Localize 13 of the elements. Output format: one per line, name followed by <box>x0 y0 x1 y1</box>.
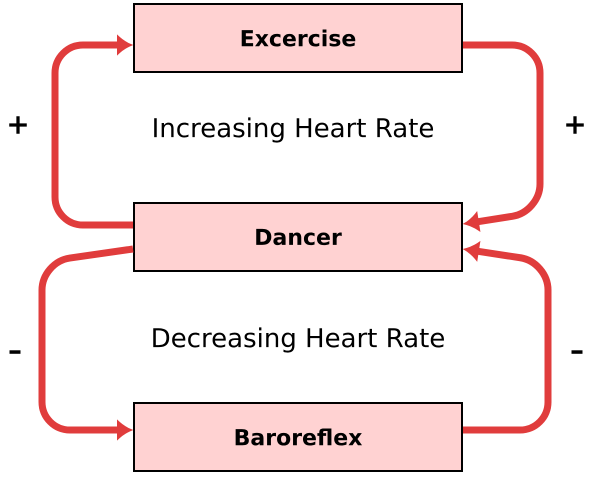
process-box: Dancer <box>133 202 463 272</box>
process-box: Baroreflex <box>133 402 463 472</box>
edge-label: – <box>572 350 582 354</box>
rate-label: Decreasing Heart Rate <box>153 327 444 353</box>
edge-label: + <box>9 116 27 134</box>
arrow <box>463 42 544 230</box>
rate-label: Increasing Heart Rate <box>154 117 434 143</box>
edge-label: + <box>566 116 584 134</box>
arrow <box>38 246 134 439</box>
arrow <box>52 36 133 228</box>
edge-label: – <box>10 350 20 354</box>
arrow <box>463 242 552 434</box>
process-box: Excercise <box>133 3 463 73</box>
